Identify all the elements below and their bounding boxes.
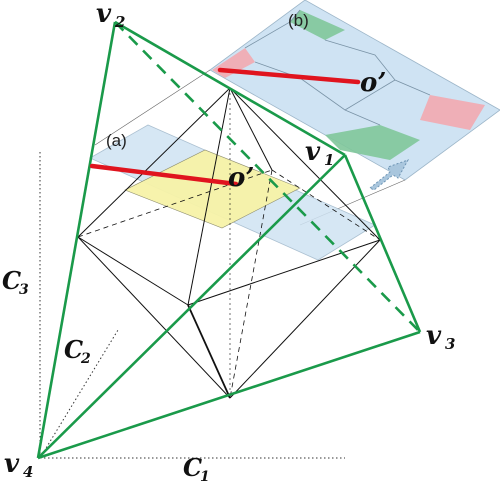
label-c3: C 3 bbox=[2, 266, 29, 298]
svg-text:v: v bbox=[96, 0, 112, 29]
label-c2: C 2 bbox=[64, 335, 91, 367]
label-v3: v 3 bbox=[426, 321, 455, 353]
transition-arrow-icon bbox=[369, 159, 410, 191]
label-panel-b: (b) bbox=[288, 11, 309, 30]
red-ray-a bbox=[89, 163, 239, 187]
panel-b-plane bbox=[209, 0, 500, 181]
label-origin-b: o’ bbox=[360, 68, 386, 98]
svg-text:3: 3 bbox=[19, 282, 29, 298]
svg-text:3: 3 bbox=[445, 335, 455, 353]
octahedron bbox=[77, 87, 381, 399]
label-c1: C 1 bbox=[183, 453, 210, 485]
svg-text:v: v bbox=[426, 321, 442, 351]
label-v4: v 4 bbox=[4, 449, 33, 481]
svg-text:v: v bbox=[4, 449, 20, 479]
svg-text:C: C bbox=[183, 453, 202, 482]
label-panel-a: (a) bbox=[106, 131, 127, 150]
axis-c2 bbox=[39, 329, 119, 459]
svg-text:C: C bbox=[64, 335, 83, 364]
label-v1: v 1 bbox=[305, 137, 334, 169]
tetrahedron bbox=[36, 20, 422, 460]
svg-text:v: v bbox=[305, 137, 321, 167]
svg-text:C: C bbox=[2, 266, 21, 295]
svg-text:1: 1 bbox=[324, 151, 334, 169]
label-v2: v 2 bbox=[96, 0, 125, 31]
svg-text:1: 1 bbox=[200, 469, 210, 485]
projection-line bbox=[94, 69, 211, 146]
red-ray-b bbox=[217, 67, 361, 85]
label-origin-a: o’ bbox=[228, 163, 254, 193]
svg-text:4: 4 bbox=[23, 463, 33, 481]
svg-text:2: 2 bbox=[114, 13, 125, 31]
svg-text:2: 2 bbox=[80, 351, 91, 367]
